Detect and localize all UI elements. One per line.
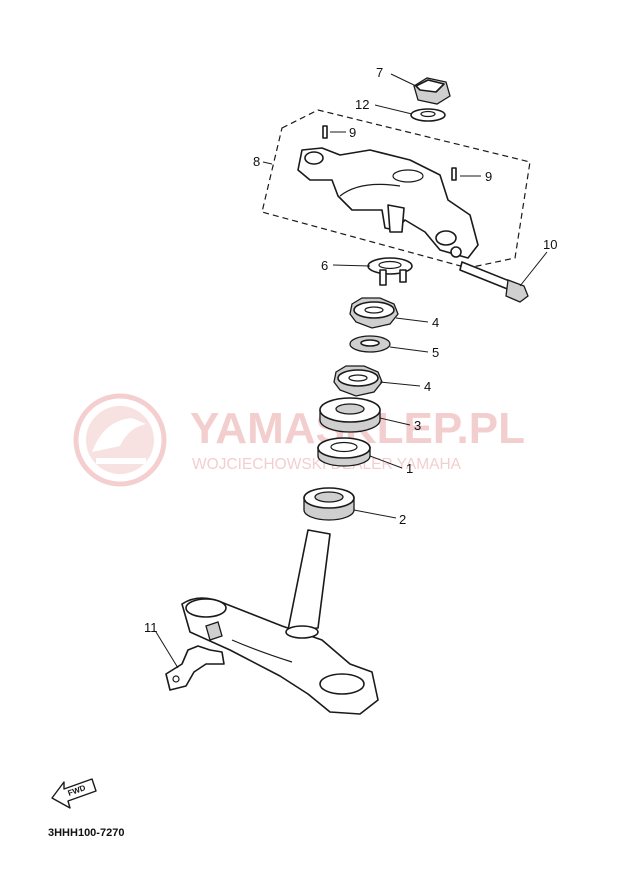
callout-6: 6 [321,258,328,273]
callout-4-lower: 4 [424,379,431,394]
part-4-ring-nut-upper [349,297,399,329]
fwd-arrow-icon: FWD [51,778,97,809]
part-11-hose-holder-bracket [165,645,225,691]
under-bracket-with-stem [181,529,379,715]
callout-8: 8 [253,154,260,169]
watermark-subtitle: WOJCIECHOWSKI DEALER YAMAHA [192,456,462,473]
part-2-lower-bearing [303,487,355,521]
callout-2: 2 [399,512,406,527]
callout-4-upper: 4 [432,315,439,330]
part-10-pinch-bolt [459,261,529,303]
part-5-rubber-washer [349,335,391,353]
callout-12: 12 [355,97,369,112]
part-9-pin-right [451,167,457,181]
callout-3: 3 [414,418,421,433]
callout-9-right: 9 [485,169,492,184]
watermark-logo-icon [73,393,167,487]
watermark: YAMASKLEP.PL WOJCIECHOWSKI DEALER YAMAHA [73,393,525,487]
part-8-upper-bracket [297,147,479,259]
leader-lines [155,73,548,669]
callout-9-left: 9 [349,125,356,140]
part-9-pin-left [322,125,328,139]
part-6-lock-washer [367,257,413,286]
part-12-washer [410,108,446,122]
part-1-ball-race [317,437,371,467]
callout-1: 1 [406,461,413,476]
callout-5: 5 [432,345,439,360]
callout-10: 10 [543,237,557,252]
part-4-ring-nut-lower [333,365,383,397]
part-7-steering-stem-nut [413,77,451,105]
callouts: 7 12 9 8 9 10 6 4 5 4 3 1 2 11 [144,65,557,635]
diagram-code: 3HHH100-7270 [48,827,124,839]
callout-11: 11 [144,620,158,635]
assembly-group-outline [261,109,531,269]
callout-7: 7 [376,65,383,80]
part-3-bearing-cover [319,397,381,433]
